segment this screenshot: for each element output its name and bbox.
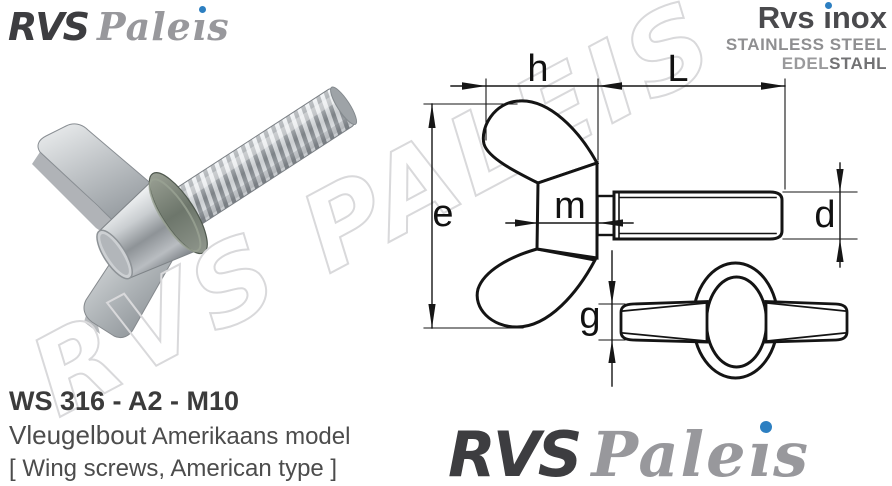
dim-label-h: h: [527, 48, 548, 90]
product-code: WS 316 - A2 - M10: [9, 386, 240, 416]
photo-body: [96, 172, 208, 280]
side-view-body: [535, 160, 599, 260]
top-view: [619, 261, 849, 380]
logo-i-blue-dot: ı: [191, 4, 208, 49]
logo-rvs-text: RVS: [8, 5, 90, 49]
side-view: [475, 99, 784, 329]
photo-washer: [148, 172, 208, 255]
logo-i-blue-dot-large: ı: [748, 418, 774, 486]
photo-shaft-tip: [330, 86, 358, 126]
photo-shaft: [174, 86, 358, 227]
side-view-neck: [596, 194, 616, 237]
product-photo: [32, 86, 358, 339]
top-view-right-wing: [764, 300, 849, 344]
dim-label-m: m: [554, 185, 586, 227]
product-description: WS 316 - A2 - M10 Vleugelbout Amerikaans…: [9, 388, 350, 481]
brand-block: Rvs ınox STAINLESS STEEL EDELSTAHL: [726, 2, 887, 72]
top-view-left-wing-taper: [622, 302, 707, 342]
logo-rvs-text-large: RVS: [448, 418, 582, 486]
logo-paleis-text-large: Paleıs: [591, 418, 810, 486]
logo-paleis-text: Paleıs: [97, 4, 230, 49]
top-view-left-wing: [619, 300, 709, 344]
brand-subtitle-de: EDELSTAHL: [781, 54, 887, 73]
side-view-thread: [612, 190, 784, 241]
brand-subtitle-en: STAINLESS STEEL: [725, 35, 887, 54]
dimension-labels: h L e m d g: [432, 48, 835, 337]
brand-title: Rvs ınox: [757, 0, 887, 35]
dim-label-e: e: [432, 193, 453, 235]
technical-drawing: h L e m d g: [423, 48, 858, 387]
top-view-right-wing-taper: [766, 302, 846, 342]
product-name-nl: Vleugelbout Amerikaans model: [9, 420, 351, 450]
dim-label-g: g: [579, 295, 600, 337]
side-view-upper-wing: [481, 99, 600, 185]
brand-i-blue-dot: ı: [823, 0, 832, 35]
side-view-lower-wing: [475, 247, 598, 329]
dimension-arrowheads: [428, 82, 844, 363]
side-view-thread-root-lines: [618, 191, 777, 240]
top-view-inner-ring: [705, 275, 768, 369]
dim-label-d: d: [814, 194, 835, 236]
product-name-en: [ Wing screws, American type ]: [9, 455, 338, 482]
dim-label-L: L: [667, 48, 688, 90]
